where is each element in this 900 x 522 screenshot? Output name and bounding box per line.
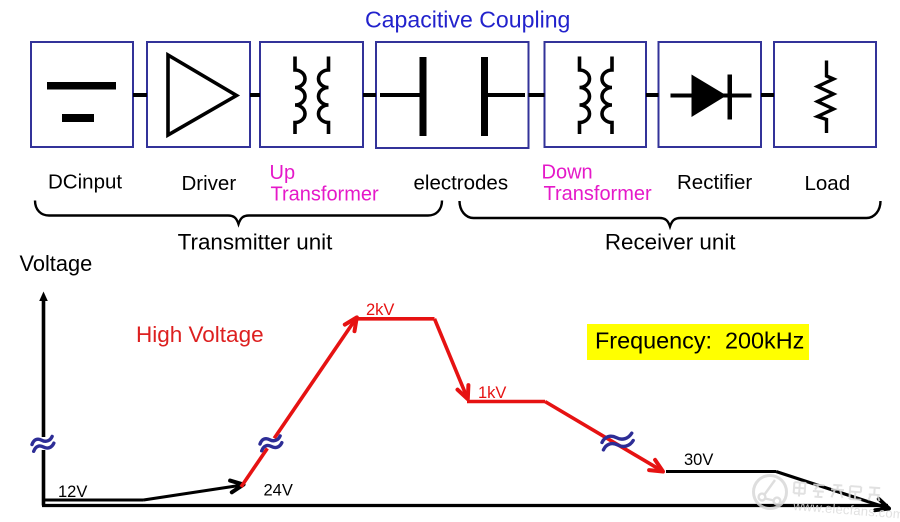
svg-text:Driver: Driver [182,172,237,195]
svg-text:High Voltage: High Voltage [136,322,264,347]
svg-text:30V: 30V [684,451,713,469]
svg-text:Up: Up [270,162,296,184]
svg-text:1kV: 1kV [478,384,506,402]
svg-text:24V: 24V [264,482,293,500]
svg-text:Transformer: Transformer [544,183,653,205]
svg-text:Frequency: 200kHz: Frequency: 200kHz [595,327,804,353]
svg-text:Receiver unit: Receiver unit [605,230,736,255]
svg-text:Transmitter unit: Transmitter unit [178,229,333,254]
svg-text:Down: Down [542,162,593,184]
svg-text:Load: Load [805,172,851,195]
svg-text:2kV: 2kV [366,301,394,319]
svg-text:electrodes: electrodes [414,172,509,195]
svg-text:Capacitive Coupling: Capacitive Coupling [365,6,570,32]
svg-text:Transformer: Transformer [271,184,380,206]
svg-text:Voltage: Voltage [20,251,93,276]
svg-text:DCinput: DCinput [48,171,122,194]
svg-text:Rectifier: Rectifier [677,171,752,194]
svg-text:12V: 12V [58,483,87,501]
